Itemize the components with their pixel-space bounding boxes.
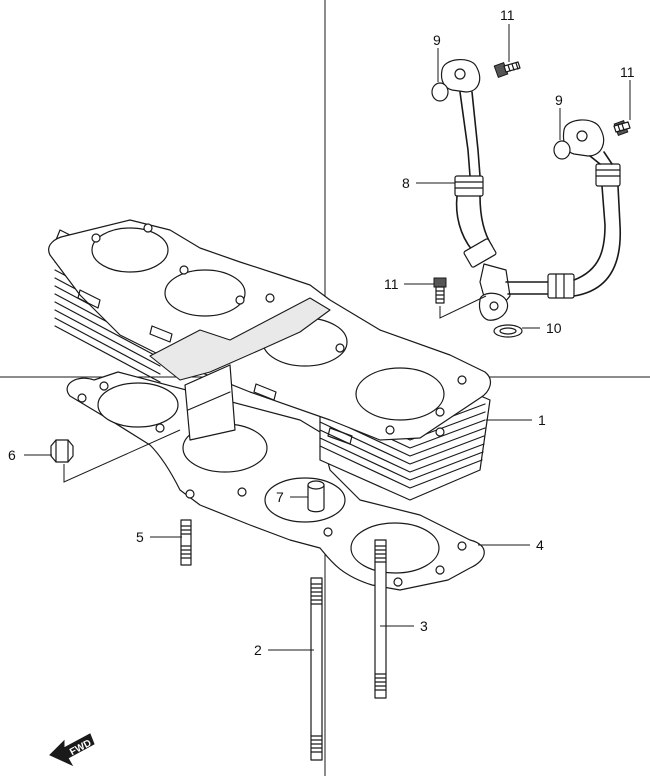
callout-7: 7 bbox=[276, 489, 284, 505]
fwd-arrow-icon: FWD bbox=[49, 733, 95, 767]
stud-bolt-medium bbox=[374, 539, 387, 699]
callout-11-right: 11 bbox=[620, 64, 635, 80]
callout-9-left: 9 bbox=[433, 32, 441, 48]
bolt-right bbox=[613, 120, 631, 136]
callout-9-right: 9 bbox=[555, 92, 563, 108]
install-line-cap-nut bbox=[63, 429, 181, 483]
callout-4: 4 bbox=[536, 537, 544, 553]
cylinder-gasket bbox=[66, 371, 485, 591]
o-ring-left bbox=[431, 82, 449, 102]
gasket-washer bbox=[493, 324, 523, 338]
callout-11-top: 11 bbox=[500, 7, 515, 23]
callout-10: 10 bbox=[546, 320, 562, 336]
stud-bolt-long bbox=[310, 577, 323, 761]
callout-6: 6 bbox=[8, 447, 16, 463]
bolt-center bbox=[433, 277, 447, 304]
callout-5: 5 bbox=[136, 529, 144, 545]
fwd-label: FWD bbox=[68, 738, 93, 758]
callout-2: 2 bbox=[254, 642, 262, 658]
o-ring-right bbox=[553, 140, 571, 160]
callout-8: 8 bbox=[402, 175, 410, 191]
cylinder-block bbox=[48, 219, 492, 501]
bolt-top bbox=[493, 61, 521, 78]
callout-3: 3 bbox=[420, 618, 428, 634]
dowel-pin bbox=[307, 480, 325, 513]
oil-hose-assembly bbox=[440, 59, 622, 321]
callout-1: 1 bbox=[538, 412, 546, 428]
install-line-center-bolt bbox=[439, 295, 487, 319]
callout-11-center: 11 bbox=[384, 276, 399, 292]
cap-nut bbox=[50, 439, 74, 463]
stud-bolt-short bbox=[180, 519, 192, 566]
callout-numbers: 1 2 3 4 5 6 7 8 9 9 10 11 11 11 bbox=[8, 7, 635, 658]
leader-lines bbox=[24, 24, 631, 651]
